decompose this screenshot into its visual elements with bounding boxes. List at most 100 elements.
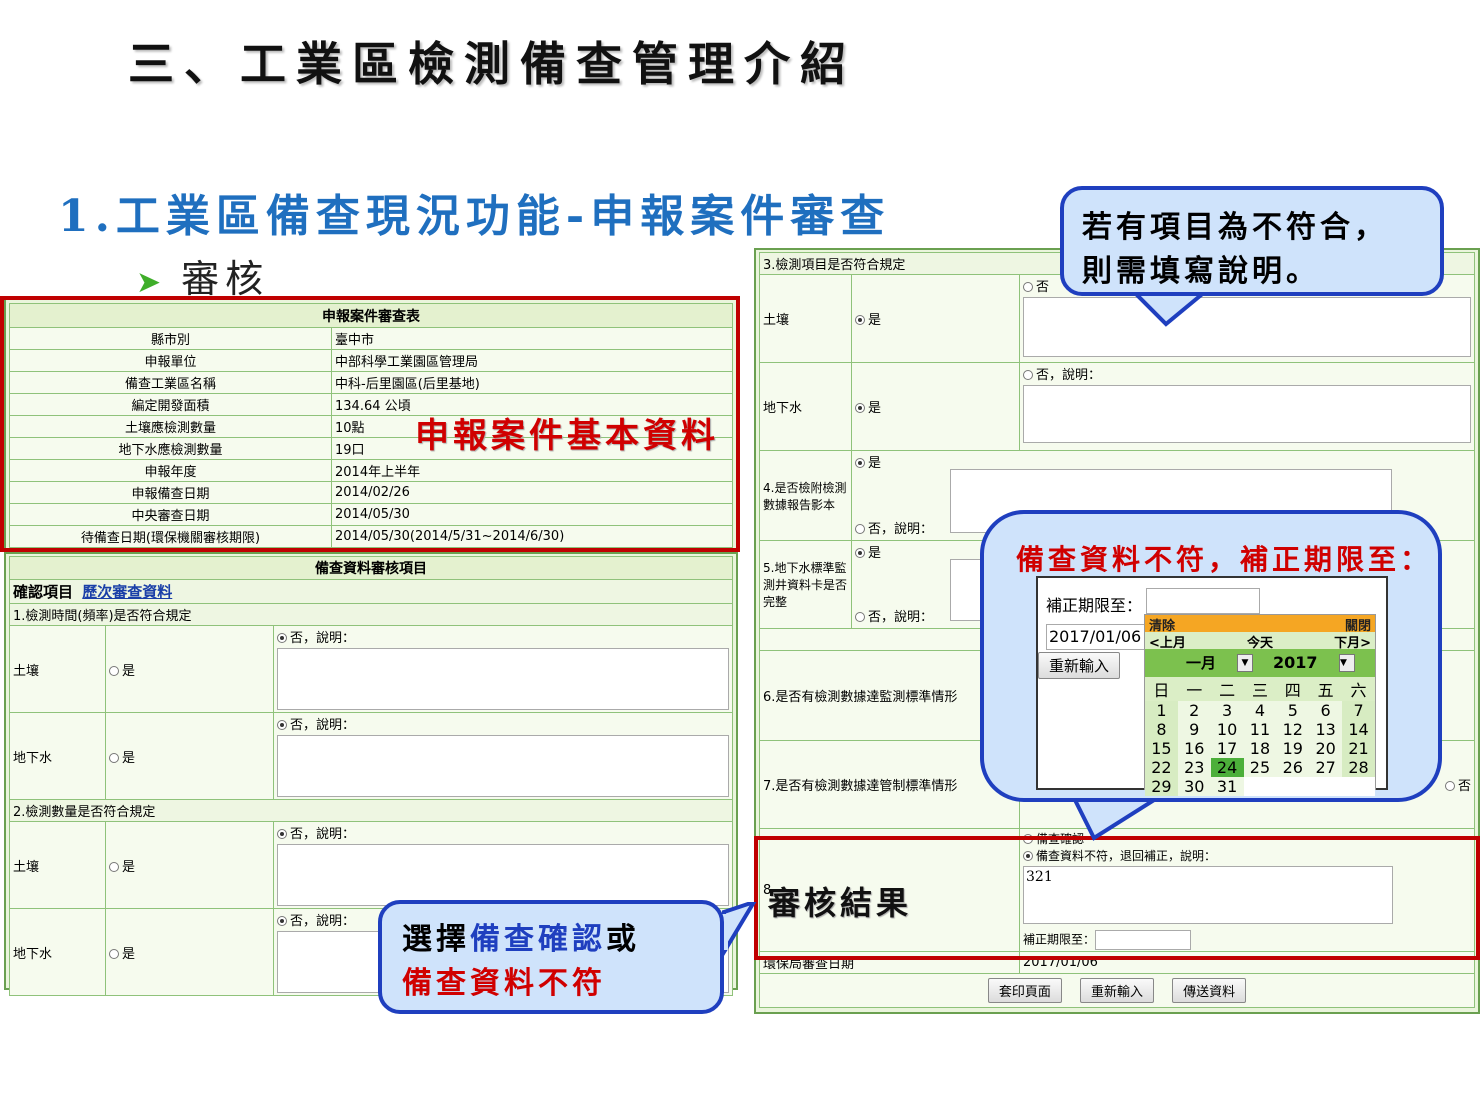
s3-soil-no[interactable]: 否 [1023,276,1471,295]
basic-info-value-cell: 中科-后里園區(后里基地) [331,371,733,394]
cal-day[interactable]: 11 [1243,720,1277,739]
cal-day[interactable]: 19 [1276,739,1310,758]
deadline-input[interactable] [1095,930,1192,950]
print-button[interactable]: 套印頁面 [987,978,1062,1003]
cal-day[interactable]: 3 [1210,701,1244,720]
radio-icon [855,612,865,622]
s3-soil-label: 土壤 [759,274,852,363]
s3-gw-no[interactable]: 否，說明： [1023,364,1471,383]
cal-empty-day [1309,777,1343,796]
cal-reset-button[interactable]: 重新輸入 [1038,652,1121,679]
send-button[interactable]: 傳送資料 [1172,978,1247,1003]
cal-day[interactable]: 9 [1177,720,1211,739]
cal-day[interactable]: 2 [1177,701,1211,720]
cal-today[interactable]: 今天 [1246,636,1273,651]
cal-day[interactable]: 16 [1177,739,1211,758]
q5-yes[interactable]: 是 [855,542,1471,561]
cal-date-value[interactable]: 2017/01/06 [1046,624,1146,650]
cal-day[interactable]: 22 [1145,758,1178,777]
cal-day[interactable]: 27 [1309,758,1343,777]
review-item-name: 地下水 [9,908,106,996]
basic-info-label-cell: 中央審查日期 [9,503,332,526]
review-yes-option[interactable]: 是 [105,908,274,996]
review-textarea[interactable] [277,844,729,906]
radio-selected-icon [855,458,865,468]
review-no-option[interactable]: 否，說明： [277,627,729,646]
cal-deadline-input[interactable] [1146,588,1260,614]
review-yes-option[interactable]: 是 [105,712,274,800]
callout-bottom-line1: 選擇備查確認或 [402,922,640,957]
callout-calendar-title: 備查資料不符，補正期限至： [1016,543,1433,576]
cal-prev-month[interactable]: <上月 [1149,636,1186,651]
q4-no[interactable]: 否，說明： [855,518,933,537]
cal-day[interactable]: 28 [1342,758,1375,777]
radio-selected-icon [277,720,287,730]
cal-day[interactable]: 25 [1243,758,1277,777]
cal-day[interactable]: 31 [1210,777,1244,796]
s3-gw-textarea[interactable] [1023,385,1471,443]
cal-day[interactable]: 29 [1145,777,1178,796]
cal-day[interactable]: 4 [1243,701,1277,720]
cal-day[interactable]: 7 [1342,701,1375,720]
review-no-option[interactable]: 否，說明： [277,823,729,842]
review-yes-option[interactable]: 是 [105,625,274,713]
review-no-option[interactable]: 否，說明： [277,910,729,929]
cal-day[interactable]: 6 [1309,701,1343,720]
radio-selected-icon [277,829,287,839]
cal-day[interactable]: 5 [1276,701,1310,720]
cal-close-button[interactable]: 關閉 [1344,619,1371,634]
basic-info-row: 申報單位中部科學工業園區管理局 [9,349,733,372]
form-header: 申報案件審查表 [9,303,733,328]
result-textarea[interactable]: 321 [1023,866,1393,924]
cal-nav-bar: <上月 今天 下月> [1145,632,1375,651]
q4-yes[interactable]: 是 [855,452,1471,471]
basic-info-label: 申報案件基本資料 [415,416,719,456]
basic-info-label-cell: 縣市別 [9,327,332,350]
cal-top-bar: 清除 關閉 [1145,615,1375,634]
review-no-option[interactable]: 否，說明： [277,714,729,733]
cal-clear-button[interactable]: 清除 [1149,619,1176,634]
bullet-review: ➤審核 [136,248,269,303]
review-yes-option[interactable]: 是 [105,821,274,909]
cal-day[interactable]: 30 [1177,777,1211,796]
review-textarea[interactable] [277,735,729,797]
history-link[interactable]: 歷次審查資料 [82,583,173,601]
basic-info-label-cell: 待備查日期(環保機關審核期限) [9,525,332,548]
confirm-row: 確認項目 歷次審查資料 [9,579,733,604]
review-textarea[interactable] [277,648,729,710]
radio-icon [109,665,119,676]
basic-info-highlight [0,296,740,552]
cal-day[interactable]: 13 [1309,720,1343,739]
result-mismatch-option[interactable]: 備查資料不符，退回補正，說明： [1023,847,1471,864]
cal-next-month[interactable]: 下月> [1334,636,1371,651]
cal-deadline-label: 補正期限至： [1046,596,1143,615]
cal-day[interactable]: 23 [1177,758,1211,777]
cal-day[interactable]: 26 [1276,758,1310,777]
cal-day[interactable]: 20 [1309,739,1343,758]
cal-day[interactable]: 1 [1145,701,1178,720]
cal-day[interactable]: 15 [1145,739,1178,758]
cal-day[interactable]: 24 [1210,758,1244,777]
reset-button[interactable]: 重新輸入 [1079,978,1154,1003]
s3-gw-yes[interactable]: 是 [851,362,1020,451]
review-section-title: 1.檢測時間(頻率)是否符合規定 [9,603,733,626]
cal-day[interactable]: 21 [1342,739,1375,758]
s3-soil-textarea[interactable] [1023,297,1471,357]
cal-day[interactable]: 14 [1342,720,1375,739]
chevron-down-icon: ▼ [1237,654,1253,672]
cal-month-select[interactable]: 一月 ▼ [1149,652,1253,674]
cal-weekday: 日 [1145,677,1178,701]
q5-no[interactable]: 否，說明： [855,606,933,625]
q7-no[interactable]: 否 [1444,779,1471,794]
s3-soil-yes[interactable]: 是 [851,274,1020,363]
cal-day[interactable]: 17 [1210,739,1244,758]
cal-year-select[interactable]: 2017 ▼ [1259,652,1355,674]
cal-day[interactable]: 10 [1210,720,1244,739]
cal-day[interactable]: 12 [1276,720,1310,739]
cal-day[interactable]: 18 [1243,739,1277,758]
cal-day[interactable]: 8 [1145,720,1178,739]
